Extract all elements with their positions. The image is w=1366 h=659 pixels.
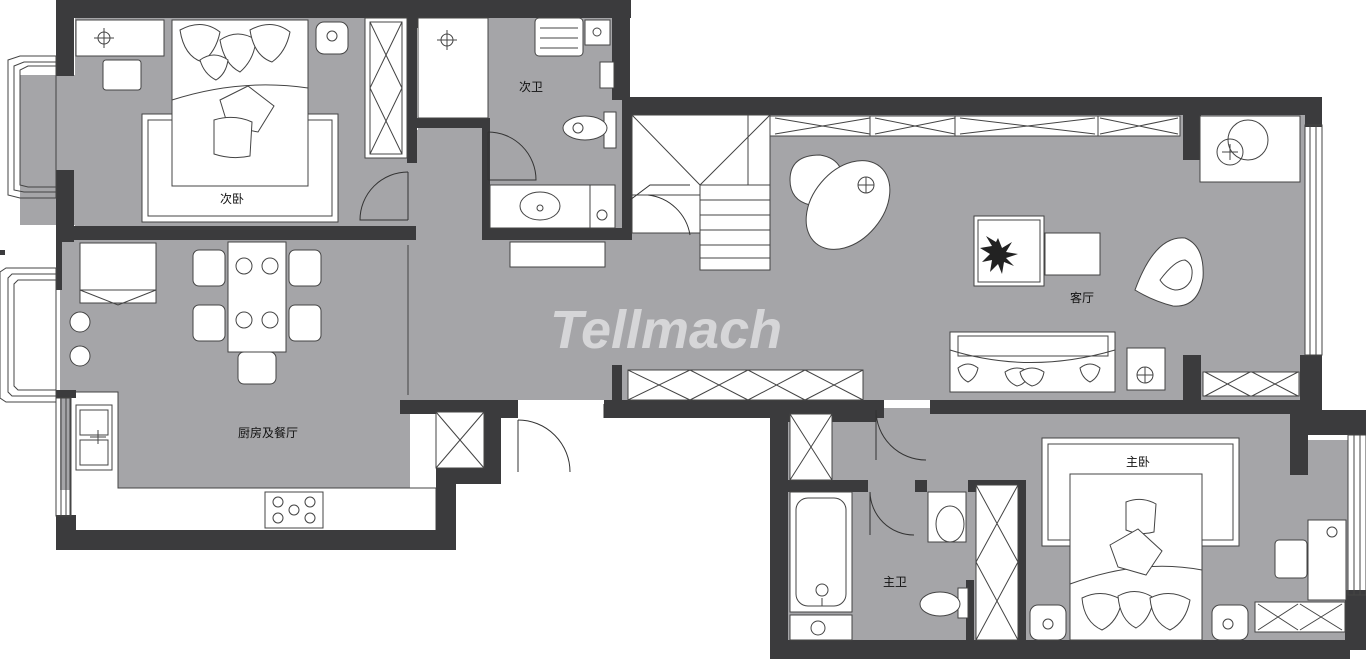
desk — [75, 19, 165, 57]
master-chair — [1274, 539, 1308, 579]
low-cabinet-right — [1202, 371, 1300, 397]
nightstand — [315, 21, 349, 55]
master-suite-furniture — [789, 409, 1347, 641]
kitchen-dining-furniture — [69, 241, 485, 529]
second-bathroom-fixtures — [417, 17, 617, 268]
room-label-second-bedroom: 次卧 — [220, 192, 244, 206]
low-cabinet-master — [1254, 601, 1346, 633]
shower — [417, 17, 489, 119]
toilet — [562, 115, 608, 141]
plant-stand — [973, 215, 1045, 287]
room-label-kitchen-dining: 厨房及餐厅 — [238, 425, 298, 440]
entry-door — [517, 404, 605, 473]
bench — [509, 241, 606, 268]
tv-cabinet — [627, 369, 864, 401]
living-room-furniture — [627, 115, 1301, 401]
bathtub — [789, 491, 853, 613]
ottoman — [1044, 232, 1101, 276]
room-label-master-bathroom: 主卫 — [883, 575, 907, 589]
desk-chair — [102, 59, 142, 91]
master-toilet — [919, 591, 961, 617]
master-wardrobe — [975, 484, 1019, 641]
staircase — [629, 114, 771, 271]
dining-table — [227, 241, 287, 353]
toilet-tank — [599, 61, 615, 89]
second-bedroom-furniture — [75, 17, 408, 223]
side-table — [1126, 347, 1166, 391]
towel-rack — [534, 17, 584, 57]
stove — [264, 491, 324, 529]
watermark: Tellmach — [550, 300, 782, 360]
room-label-living-room: 客厅 — [1070, 290, 1094, 305]
room-label-master-bedroom: 主卧 — [1126, 455, 1150, 469]
fridge — [79, 242, 157, 304]
windows — [0, 55, 1366, 596]
wardrobe — [364, 17, 408, 159]
plant-icon — [980, 236, 1018, 274]
oval-table — [805, 160, 891, 250]
room-label-second-bathroom: 次卫 — [519, 80, 543, 94]
second-bedroom-door — [359, 171, 409, 221]
cabinet-top — [769, 115, 1181, 137]
